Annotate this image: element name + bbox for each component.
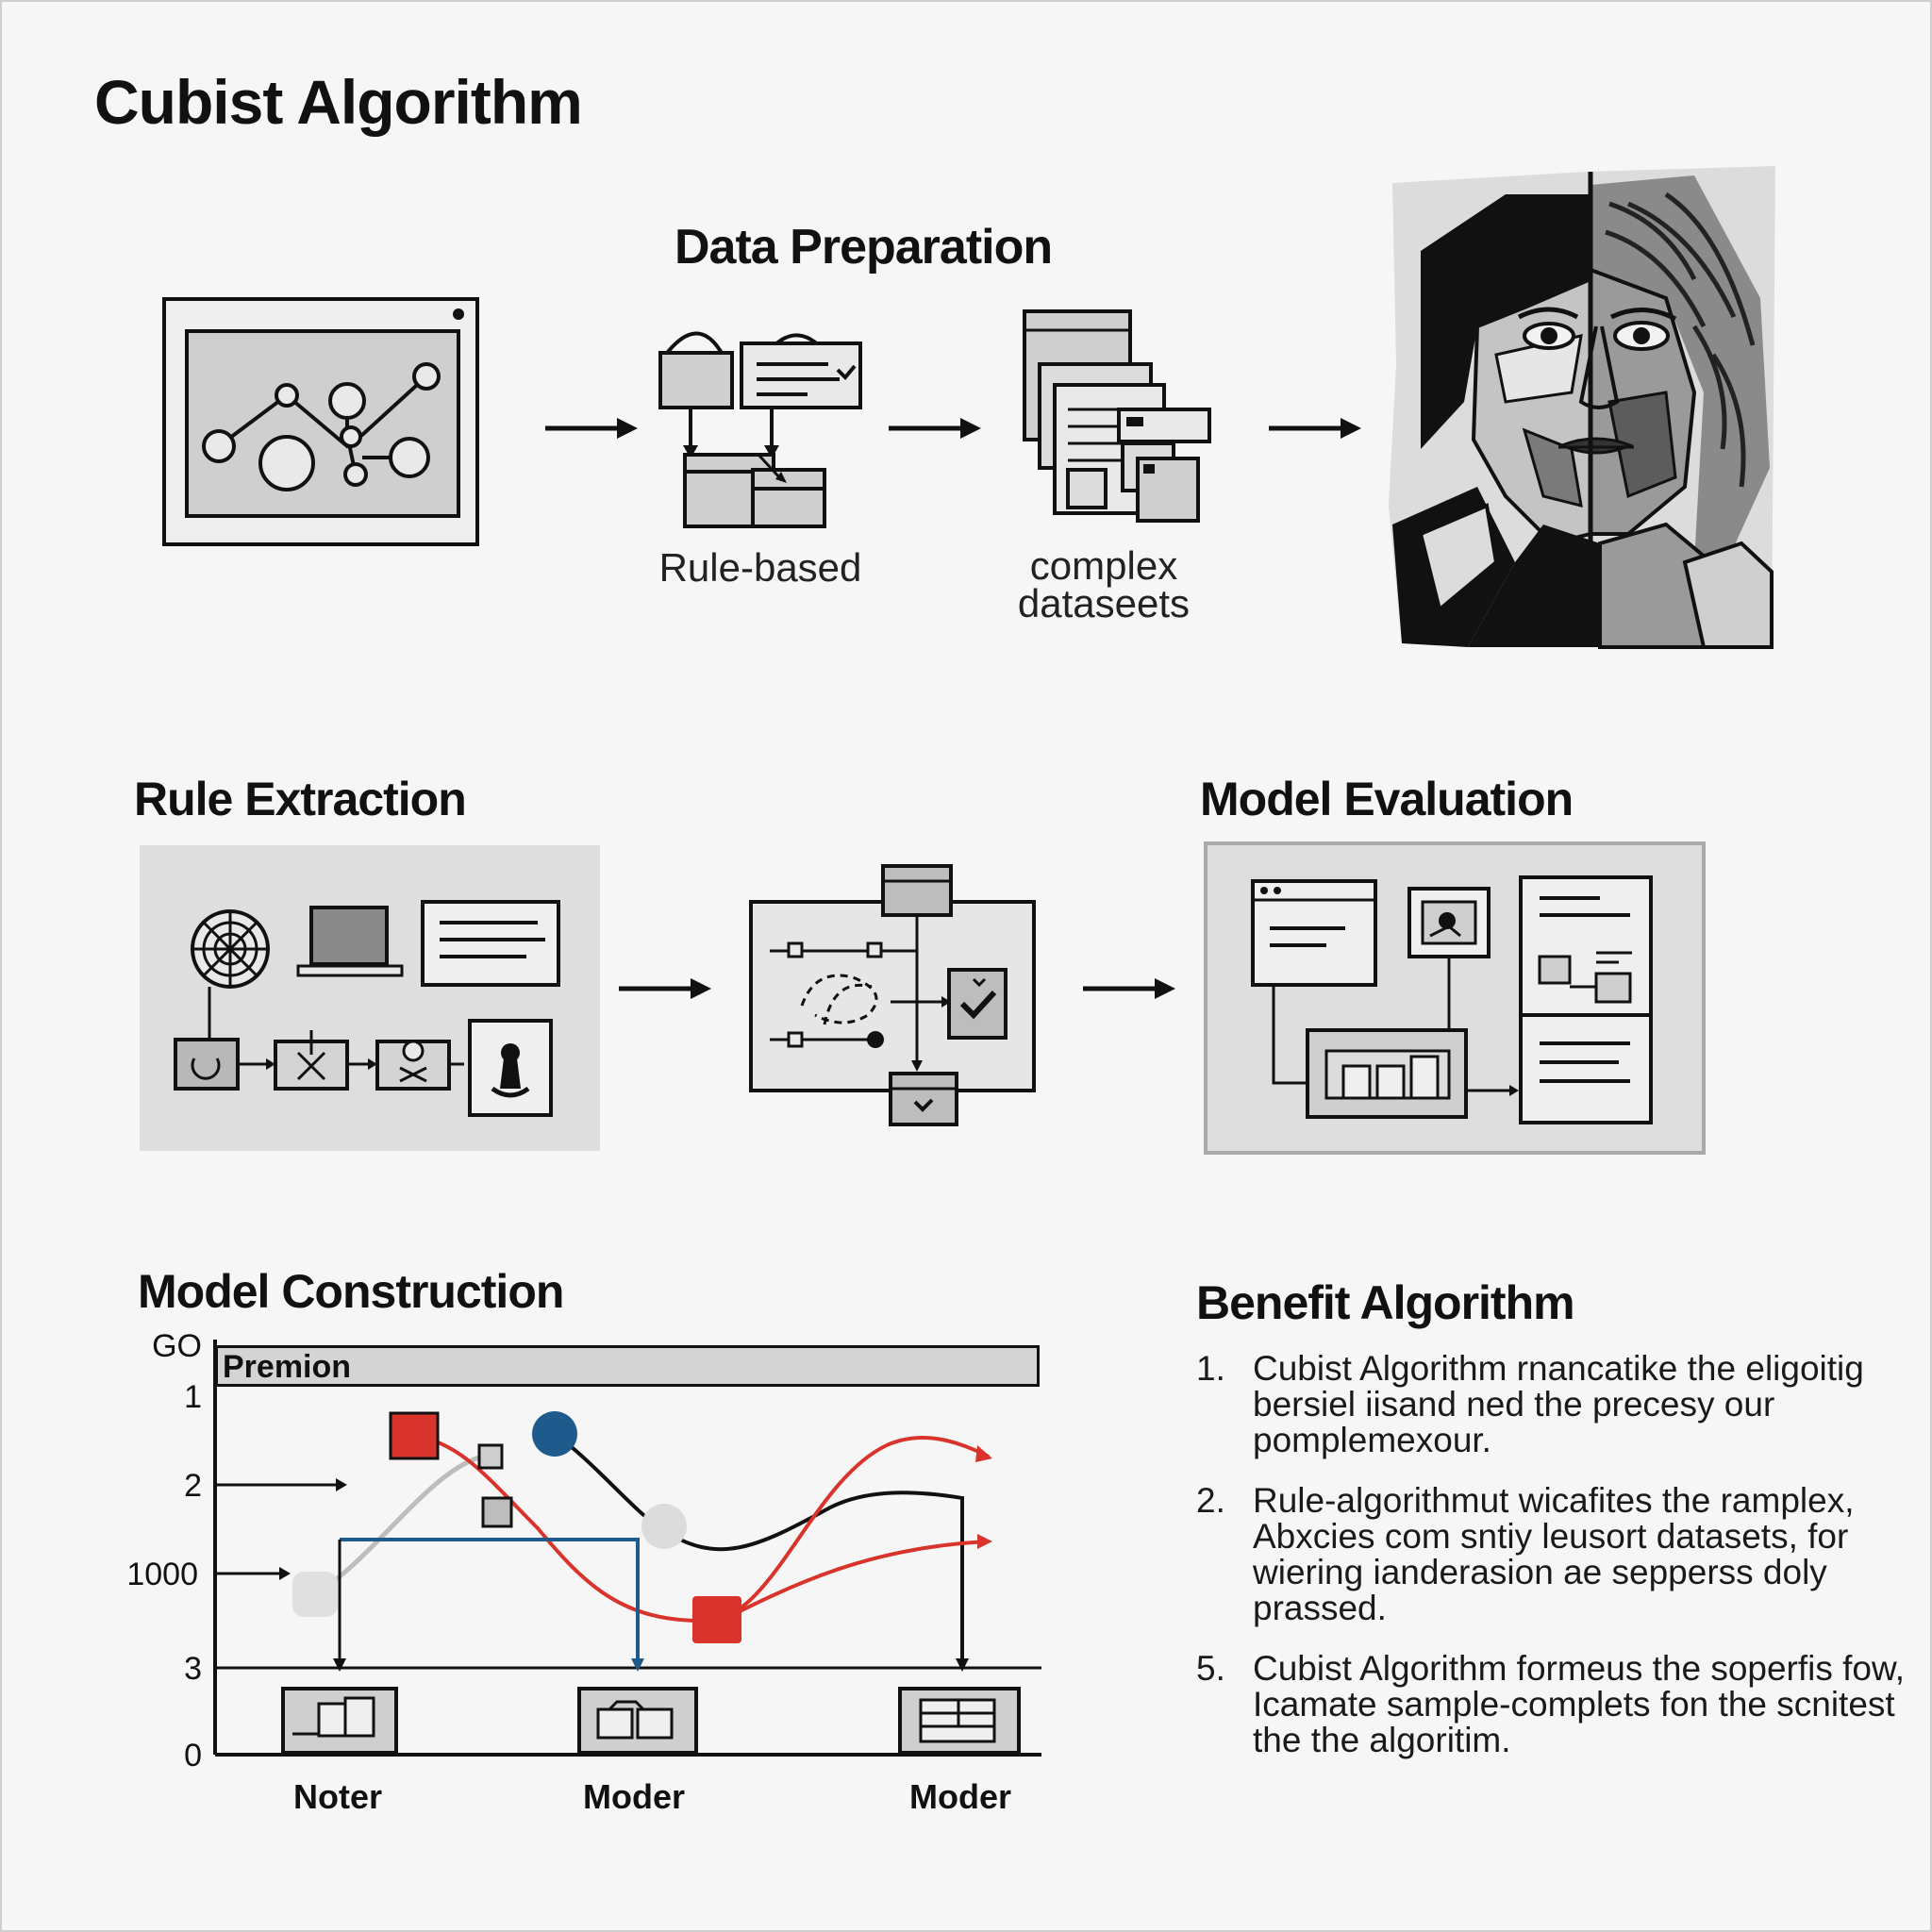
radar-icon bbox=[191, 909, 270, 989]
benefit-item: 5. Cubist Algorithm formeus the soperfis… bbox=[1196, 1651, 1913, 1758]
model-evaluation-heading: Model Evaluation bbox=[1200, 773, 1574, 825]
bottom-box-icon bbox=[898, 1687, 1021, 1755]
complex-datasets-text: complex dataseets bbox=[1017, 543, 1191, 625]
premion-label: Premion bbox=[223, 1349, 352, 1385]
arrow-right-icon bbox=[545, 418, 638, 439]
benefit-number: 1. bbox=[1196, 1349, 1225, 1388]
benefit-number: 5. bbox=[1196, 1649, 1225, 1688]
y-label: 0 bbox=[184, 1738, 202, 1774]
benefit-text: Cubist Algorithm rnancatike the eligoiti… bbox=[1253, 1349, 1864, 1459]
data-preparation-heading: Data Preparation bbox=[675, 220, 1053, 275]
arrow-right-icon bbox=[1083, 978, 1175, 999]
arrow-right-icon bbox=[889, 418, 981, 439]
y-label: 1 bbox=[184, 1379, 202, 1415]
laptop-icon bbox=[296, 906, 404, 977]
y-label: 3 bbox=[184, 1651, 202, 1687]
benefit-number: 2. bbox=[1196, 1481, 1225, 1520]
rule-flow-diagram bbox=[749, 864, 1036, 1126]
bottom-box-icon bbox=[281, 1687, 398, 1755]
document-icon bbox=[421, 900, 560, 987]
benefit-text: Cubist Algorithm formeus the soperfis fo… bbox=[1253, 1649, 1905, 1759]
documents-stack-icon bbox=[1023, 309, 1211, 523]
benefit-item: 2. Rule-algorithmut wicafites the rample… bbox=[1196, 1483, 1913, 1626]
y-label: 1000 bbox=[126, 1557, 198, 1592]
dashboard-icon bbox=[1204, 841, 1706, 1155]
rule-based-label: Rule-based bbox=[658, 545, 862, 590]
benefit-algorithm-heading: Benefit Algorithm bbox=[1196, 1276, 1575, 1329]
benefit-list: 1. Cubist Algorithm rnancatike the eligo… bbox=[1196, 1351, 1913, 1783]
x-label: Moder bbox=[909, 1777, 1011, 1816]
rule-extraction-heading: Rule Extraction bbox=[134, 773, 467, 825]
arrow-right-icon bbox=[619, 978, 711, 999]
arrow-right-icon bbox=[1269, 418, 1361, 439]
page-title: Cubist Algorithm bbox=[94, 67, 583, 137]
benefit-text: Rule-algorithmut wicafites the ramplex, … bbox=[1253, 1481, 1855, 1627]
model-construction-chart bbox=[213, 1340, 1041, 1757]
complex-datasets-label: complex dataseets bbox=[981, 546, 1226, 624]
flowchart-icon bbox=[658, 331, 862, 528]
x-label: Noter bbox=[292, 1777, 382, 1816]
cubist-portrait-image bbox=[1389, 166, 1775, 649]
x-label: Moder bbox=[583, 1777, 685, 1816]
benefit-item: 1. Cubist Algorithm rnancatike the eligo… bbox=[1196, 1351, 1913, 1458]
model-construction-heading: Model Construction bbox=[138, 1265, 564, 1318]
y-label: GO bbox=[152, 1328, 202, 1364]
y-label: 2 bbox=[184, 1468, 202, 1504]
rule-extraction-diagram bbox=[174, 900, 560, 1117]
network-graph-icon bbox=[162, 297, 479, 546]
bottom-box-icon bbox=[577, 1687, 698, 1755]
